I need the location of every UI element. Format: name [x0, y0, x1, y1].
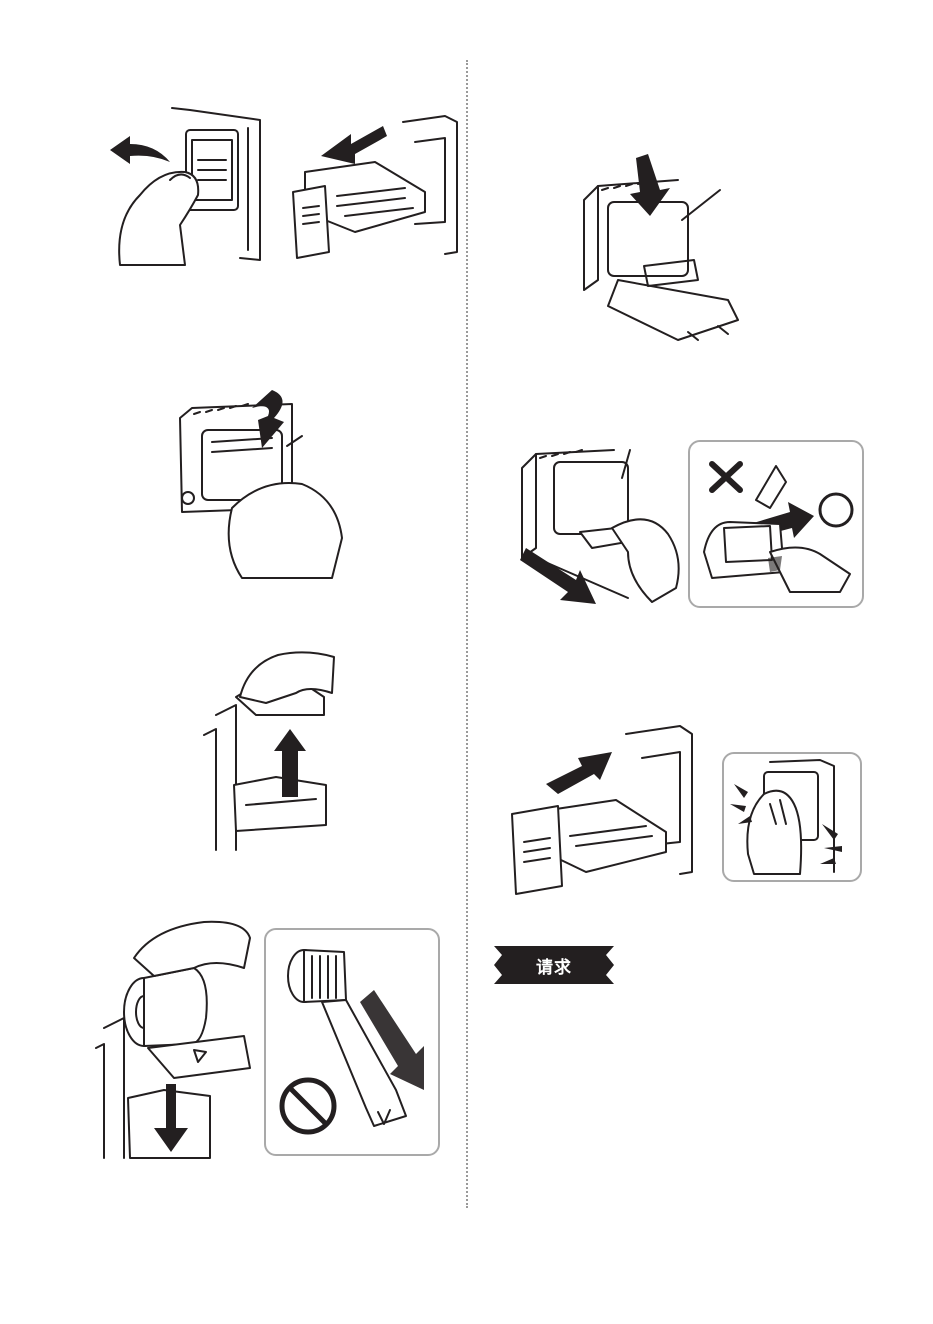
wrong-direction-inset: [688, 440, 864, 608]
lift-ribbon-cover-icon: [172, 388, 352, 584]
pull-ribbon-tab-icon: [518, 428, 688, 606]
circle-mark: [820, 494, 852, 526]
remove-spool-icon: [196, 645, 344, 853]
prohibited-unroll-icon: [266, 930, 438, 1154]
close-ribbon-cover-icon: [578, 150, 748, 346]
pull-out-unit-icon: [285, 112, 465, 262]
press-cover-icon: [724, 754, 860, 880]
prohibited-unroll-inset: [264, 928, 440, 1156]
x-mark: [712, 464, 740, 490]
press-cover-inset: [722, 752, 862, 882]
push-in-unit-icon: [506, 722, 706, 898]
column-divider: [466, 60, 468, 1208]
request-label: 请求: [494, 946, 614, 984]
open-cover-hand-icon: [100, 100, 275, 270]
insert-ribbon-roll-icon: [94, 918, 260, 1162]
wrong-direction-icon: [690, 442, 862, 606]
request-badge: 请求: [494, 946, 614, 984]
